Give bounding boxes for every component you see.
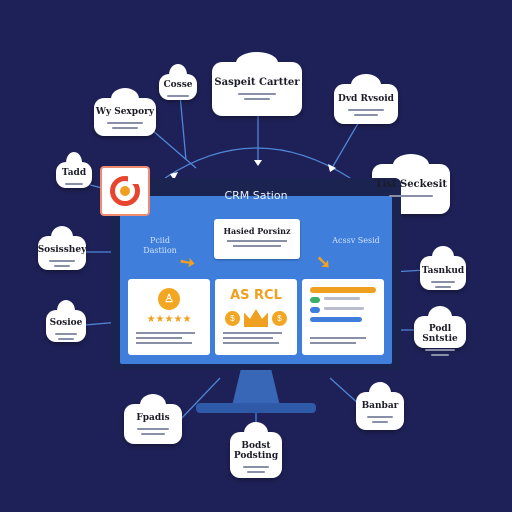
node-text-lines [427, 281, 459, 291]
coin-icon: $ [272, 311, 287, 326]
node-text-lines [133, 428, 174, 438]
text-line [324, 297, 360, 300]
link-top-left-small [179, 94, 187, 161]
panel-progress [302, 279, 384, 355]
link-arc [164, 147, 351, 179]
node-title: Sosisshey [37, 245, 87, 255]
node-text-lines [422, 349, 458, 359]
center-card: Hasied Porsinz [214, 219, 300, 259]
node-bottom-center: Bodst Podsting [230, 422, 282, 478]
link-top-right [331, 119, 361, 169]
screen-title: CRM Sation [224, 189, 288, 202]
status-dot-green [310, 297, 320, 303]
node-left-lower: Sosioe [46, 300, 86, 343]
panel-rewards: AS RCL $ $ [215, 279, 297, 355]
monitor-stand [196, 403, 316, 413]
link-upper-left [151, 129, 197, 169]
node-text-lines [45, 260, 79, 270]
rating-stars-icon: ★★★★★ [146, 314, 192, 325]
progress-bar-blue [310, 317, 362, 322]
node-text-lines [52, 333, 80, 343]
node-title: Wy Sexpory [95, 107, 155, 117]
node-top-center: Saspeit Cartter [212, 52, 302, 116]
node-bottom-right: Banbar [356, 382, 404, 430]
node-title: Bodst Podsting [233, 441, 279, 461]
node-top-right: Dvd Rvsoid [334, 74, 398, 124]
panel-rewards-text: AS RCL [230, 288, 282, 303]
center-card-title: Hasied Porsinz [223, 226, 291, 236]
crown-icon [244, 309, 268, 327]
node-text-lines [384, 195, 439, 200]
panel-text-lines [223, 332, 289, 347]
node-title: Tist Seckesit [375, 179, 447, 190]
text-line [324, 307, 364, 310]
node-title: Saspeit Cartter [214, 77, 300, 88]
arrow-right-icon: ➘ [316, 252, 332, 272]
panel-rating: ♙ ★★★★★ [128, 279, 210, 355]
node-text-lines [226, 93, 289, 103]
screen-right-label: Acssv Sesid [332, 236, 380, 245]
coin-icon: $ [225, 311, 240, 326]
node-text-lines [344, 109, 389, 119]
monitor-neck [232, 370, 280, 406]
node-title: Dvd Rvsoid [338, 94, 394, 104]
node-title: Sosioe [49, 318, 83, 328]
node-bottom-left: Fpadis [124, 394, 182, 444]
node-title: Tadd [61, 168, 87, 178]
node-right-lower: Podl Sntstie [414, 306, 466, 356]
panel-text-lines [310, 337, 376, 347]
center-card-lines [226, 240, 288, 247]
status-dot-blue [310, 307, 320, 313]
node-top-left-small: Cosse [159, 64, 197, 100]
progress-bar-orange [310, 287, 376, 293]
node-title: Tasnkud [421, 266, 465, 276]
avatar-icon: ♙ [158, 288, 180, 310]
node-title: Cosse [163, 80, 193, 90]
node-text-lines [363, 416, 397, 426]
link-bottom-right [329, 377, 361, 406]
screen-left-label: Pciid Dastiion [143, 236, 177, 255]
node-title: Fpadis [136, 413, 170, 423]
node-left-middle: Sosisshey [37, 226, 87, 270]
node-left-small: Tadd [56, 152, 92, 188]
node-text-lines [103, 122, 146, 132]
node-text-lines [61, 183, 86, 188]
node-title: Banbar [361, 401, 399, 411]
panel-text-lines [136, 332, 202, 347]
node-right-middle: Tasnkud [420, 246, 466, 291]
target-logo-icon [100, 166, 150, 216]
node-text-lines [238, 466, 274, 476]
link-bottom-left [179, 377, 221, 421]
node-title: Podl Sntstie [422, 324, 458, 344]
node-text-lines [165, 95, 192, 100]
node-upper-left: Wy Sexpory [94, 88, 156, 136]
